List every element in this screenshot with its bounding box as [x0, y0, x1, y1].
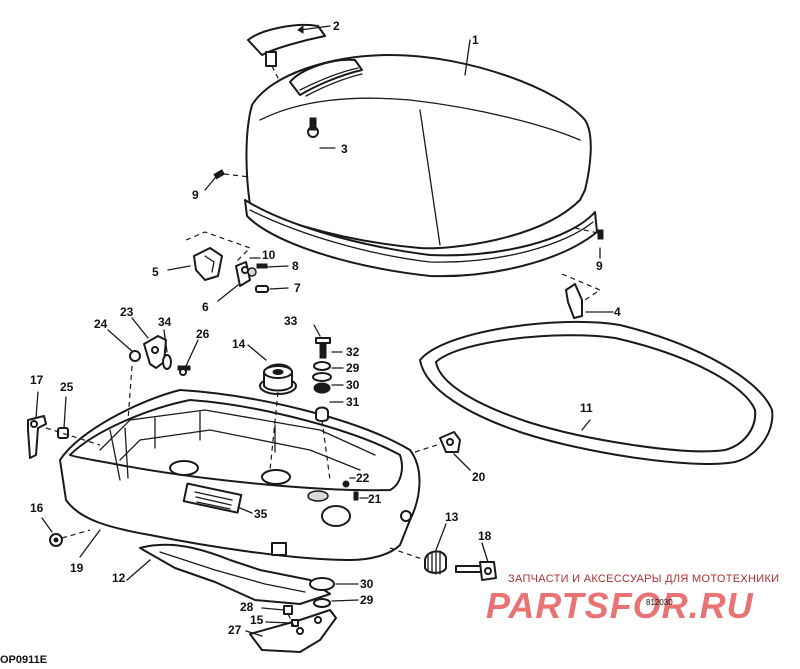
callout-26: 26	[196, 327, 210, 341]
callout-1: 1	[472, 33, 479, 47]
callout-18: 18	[478, 529, 492, 543]
art-code: 812030	[646, 598, 673, 607]
knob-13	[389, 547, 447, 575]
callout-22: 22	[356, 471, 370, 485]
lower-housing	[59, 389, 421, 561]
shaft-18	[455, 561, 497, 581]
fitting-16	[49, 529, 91, 547]
callout-8: 8	[292, 259, 299, 273]
callout-11: 11	[580, 401, 593, 415]
motor-cover	[244, 54, 598, 278]
callout-10: 10	[262, 248, 276, 262]
callout-5: 5	[152, 265, 159, 279]
callout-25: 25	[60, 380, 74, 394]
callout-30a: 30	[346, 378, 360, 392]
callout-9a: 9	[192, 188, 199, 202]
small-parts-21-22	[342, 480, 359, 501]
screw-9-left	[213, 169, 251, 180]
callout-30b: 30	[360, 577, 374, 591]
bracket-4	[561, 273, 602, 319]
leader-lines	[35, 24, 614, 637]
callout-4: 4	[614, 305, 621, 319]
grommet-14	[259, 363, 297, 471]
callout-15: 15	[250, 613, 264, 627]
screw-3	[307, 117, 319, 138]
callout-24: 24	[94, 317, 108, 331]
callout-19: 19	[70, 561, 84, 575]
callout-17: 17	[30, 373, 44, 387]
seal-ring	[419, 320, 774, 465]
callout-23: 23	[120, 305, 134, 319]
clip-20	[414, 431, 461, 453]
linkage-parts	[127, 335, 191, 421]
callout-2: 2	[333, 19, 340, 33]
callout-34: 34	[158, 315, 172, 329]
figure-code: OP0911E	[0, 654, 48, 666]
callout-9b: 9	[596, 259, 603, 273]
fastener-stack	[312, 337, 332, 481]
callout-29a: 29	[346, 361, 360, 375]
watermark-logo: PARTSFOR.RU	[486, 585, 754, 626]
filler-cap	[247, 24, 326, 83]
callout-7: 7	[294, 281, 301, 295]
bracket-plate-27	[249, 605, 337, 653]
screw-9-right	[574, 227, 604, 240]
callout-31: 31	[346, 395, 360, 409]
callout-21: 21	[368, 492, 382, 506]
lower-washers	[309, 577, 335, 608]
callout-20: 20	[472, 470, 486, 484]
callout-29b: 29	[360, 593, 374, 607]
callout-3: 3	[341, 142, 348, 156]
callout-27: 27	[228, 623, 242, 637]
callout-13: 13	[445, 510, 459, 524]
callout-numbers: 1 2 3 4 5 6 7 8 9 9 10 11 12 13 14 15 16…	[30, 19, 621, 637]
callout-35: 35	[254, 507, 268, 521]
callout-16: 16	[30, 501, 44, 515]
callout-33: 33	[284, 314, 298, 328]
callout-14: 14	[232, 337, 246, 351]
base-plate	[139, 543, 331, 605]
callout-32: 32	[346, 345, 360, 359]
callout-6: 6	[202, 300, 209, 314]
latch-assembly	[185, 231, 269, 293]
callout-28: 28	[240, 600, 254, 614]
lever-17	[27, 415, 101, 459]
callout-12: 12	[112, 571, 126, 585]
watermark-tagline: ЗАПЧАСТИ И АКСЕССУАРЫ ДЛЯ МОТОТЕХНИКИ	[508, 573, 780, 585]
